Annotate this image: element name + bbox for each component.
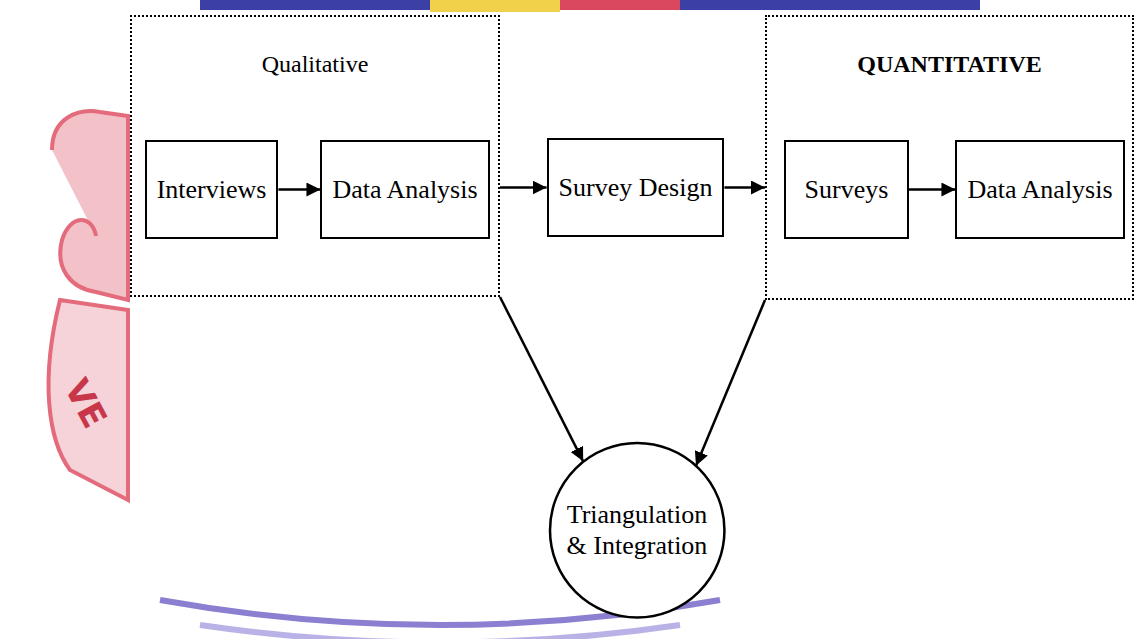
method-group: QUANTITATIVE Surveys Data Analysis: [765, 15, 1134, 300]
logo-scroll: [52, 111, 128, 300]
result-circle: Triangulation & Integration: [548, 441, 726, 619]
method-group: QualitativeInterviews Data Analysis: [130, 15, 500, 297]
group-title: Qualitative: [132, 17, 498, 78]
logo-tag: [49, 300, 128, 500]
process-box: Data Analysis: [320, 140, 489, 239]
flow-arrow: [909, 188, 955, 191]
logo-band: [560, 0, 680, 10]
process-box: Interviews: [145, 140, 279, 239]
process-box: Survey Design: [547, 138, 725, 237]
flow-arrow: [278, 188, 320, 191]
node-label: Surveys: [805, 175, 889, 205]
flow-arrow: [500, 297, 583, 461]
flow-arrow: [500, 186, 547, 189]
watermark-text: VE: [57, 372, 116, 435]
process-box: Surveys: [784, 140, 909, 239]
circle-outline: [548, 441, 726, 619]
logo-band: [680, 0, 980, 10]
logo-arc: [200, 625, 680, 639]
group-title: QUANTITATIVE: [767, 17, 1132, 78]
logo-band: [200, 0, 430, 10]
node-label: Data Analysis: [967, 175, 1112, 205]
flow-arrow: [724, 186, 765, 189]
node-label: Survey Design: [559, 173, 713, 203]
flow-arrow: [696, 300, 765, 466]
node-label: Interviews: [157, 175, 267, 205]
node-label: Data Analysis: [332, 175, 477, 205]
logo-band: [430, 0, 560, 12]
node-label: Triangulation & Integration: [562, 499, 712, 561]
process-box: Data Analysis: [955, 140, 1124, 239]
